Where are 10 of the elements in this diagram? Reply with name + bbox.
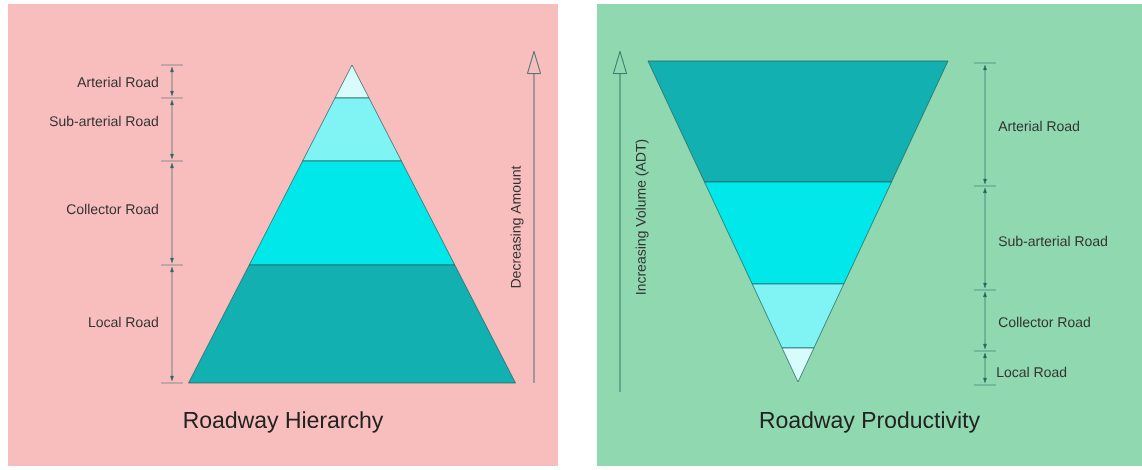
axis-label: Decreasing Amount: [510, 165, 524, 288]
road-label: Local Road: [89, 316, 158, 328]
road-label: Local Road: [997, 366, 1067, 378]
road-label: Sub-arterial Road: [49, 115, 158, 127]
road-label: Collector Road: [66, 203, 158, 215]
road-label: Arterial Road: [998, 120, 1079, 132]
axis-label: Increasing Volume (ADT): [635, 139, 649, 294]
road-label: Sub-arterial Road: [998, 235, 1107, 247]
road-label: Arterial Road: [77, 76, 158, 88]
road-label: Collector Road: [998, 316, 1090, 328]
